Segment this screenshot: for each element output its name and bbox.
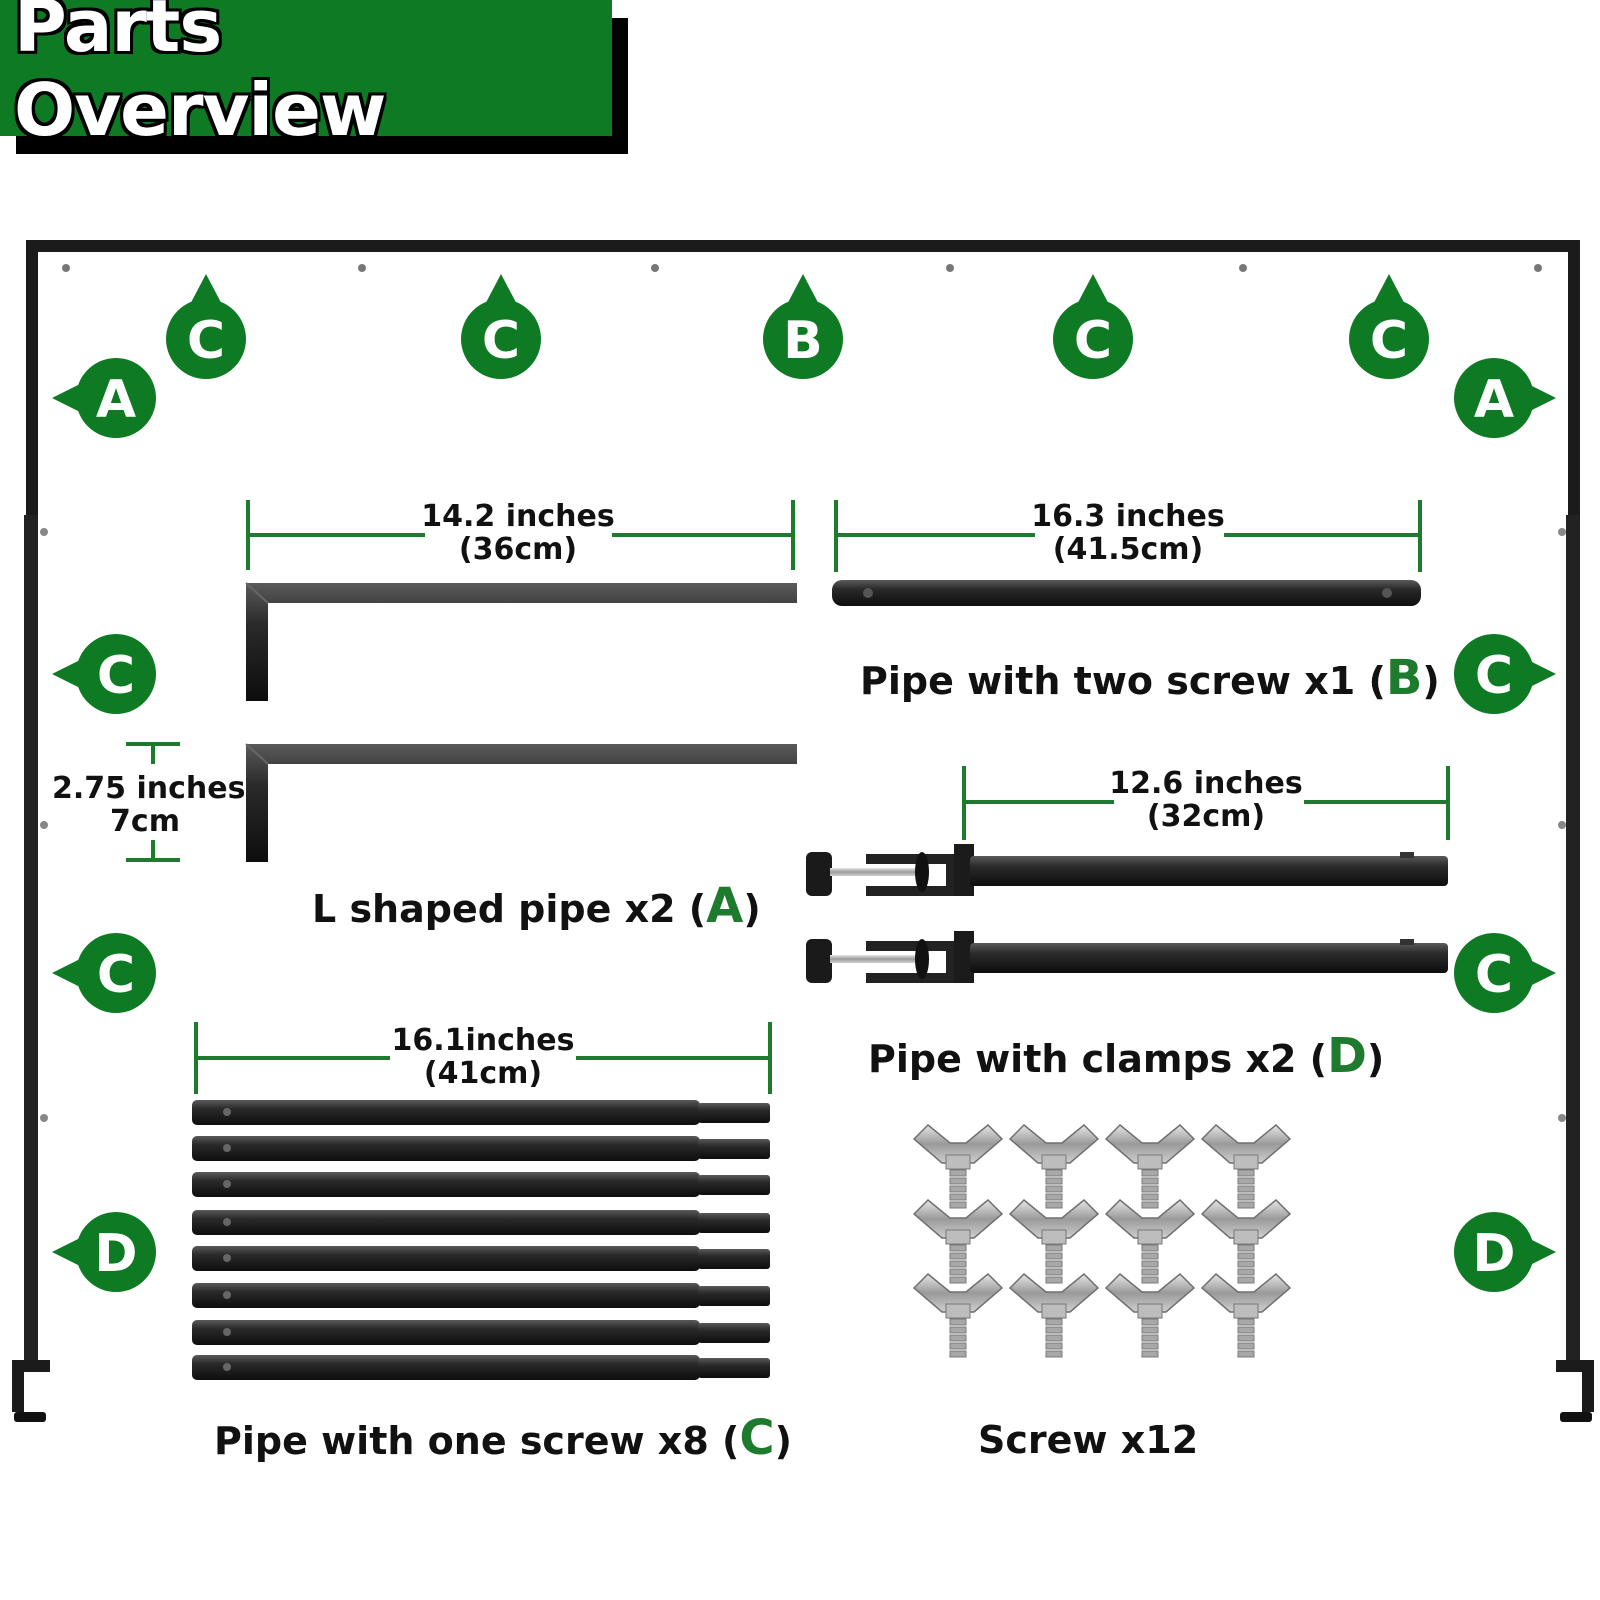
pipe-one-screw — [192, 1172, 770, 1197]
part-letter: C — [739, 1410, 775, 1466]
dim-length: 14.2 inches — [421, 499, 615, 534]
pipe-one-screw — [192, 1136, 770, 1161]
pipe-one-screw — [192, 1210, 770, 1235]
marker-text: C — [482, 311, 520, 371]
part-label-two-screw: Pipe with two screw x1 (B) — [860, 650, 1440, 706]
part-letter: D — [1327, 1028, 1367, 1084]
dim-line-clamps — [962, 766, 1450, 840]
dim-line-two-screw — [834, 500, 1422, 572]
wing-screw-icon — [1104, 1198, 1196, 1284]
part-name: Pipe with one screw x8 — [214, 1419, 709, 1463]
marker-text: A — [96, 370, 136, 430]
paren-close: ) — [1366, 1037, 1385, 1081]
marker-top-c1 — [166, 274, 246, 379]
dim-line-one-screw — [194, 1022, 772, 1094]
paren-open: ( — [1355, 659, 1386, 703]
paren-open: ( — [675, 887, 707, 931]
marker-top-c3 — [1053, 274, 1133, 379]
wing-screw-icon — [912, 1272, 1004, 1358]
pipes-one-screw-stack — [192, 1100, 770, 1380]
marker-left-d — [52, 1212, 156, 1292]
wing-screw-icon — [912, 1198, 1004, 1284]
marker-right-d — [1454, 1212, 1556, 1292]
marker-left-c2 — [52, 933, 156, 1013]
paren-close: ) — [743, 887, 761, 931]
dim-height: 2.75 inches — [52, 771, 246, 806]
pipe-with-clamp — [806, 931, 1448, 983]
marker-right-a — [1454, 358, 1556, 438]
title-banner: Parts Overview — [0, 0, 612, 152]
dim-line-l-height — [126, 742, 180, 862]
dim-line-l-pipe — [246, 500, 795, 570]
part-label-clamps: Pipe with clamps x2 (D) — [868, 1028, 1384, 1084]
pipe-one-screw — [192, 1320, 770, 1345]
marker-text: C — [1475, 945, 1513, 1005]
marker-text: C — [1370, 311, 1408, 371]
marker-text: C — [187, 311, 225, 371]
dim-length-metric: (41.5cm) — [1052, 532, 1204, 567]
wing-screw-icon — [1104, 1272, 1196, 1358]
paren-close: ) — [774, 1419, 792, 1463]
part-name: Pipe with clamps x2 — [868, 1037, 1297, 1081]
dim-label-one-screw: 16.1inches (41cm) — [386, 1024, 580, 1090]
part-name: Pipe with two screw x1 — [860, 659, 1356, 703]
wing-screw-icon — [1008, 1198, 1100, 1284]
dim-label-l-height: 2.75 inches 7cm — [52, 771, 246, 839]
dim-length-metric: (36cm) — [458, 532, 578, 567]
pipe-one-screw — [192, 1355, 770, 1380]
page-title: Parts Overview — [14, 0, 386, 152]
pipe-one-screw — [192, 1283, 770, 1308]
part-label-one-screw: Pipe with one screw x8 (C) — [214, 1410, 792, 1466]
wing-screw-icon — [1008, 1123, 1100, 1209]
marker-right-c1 — [1454, 634, 1556, 714]
paren-open: ( — [708, 1419, 740, 1463]
marker-text: D — [94, 1224, 137, 1284]
marker-text: C — [1475, 646, 1513, 706]
pipe-two-screw — [832, 580, 1421, 606]
l-shaped-pipe — [245, 743, 797, 862]
marker-top-b — [763, 274, 843, 379]
marker-text: C — [97, 945, 135, 1005]
wing-screw-icon — [1200, 1272, 1292, 1358]
marker-right-c2 — [1454, 933, 1556, 1013]
wing-screw-icon — [1200, 1123, 1292, 1209]
dim-label-clamps: 12.6 inches (32cm) — [1108, 767, 1304, 833]
marker-top-c4 — [1349, 274, 1429, 379]
marker-left-c1 — [52, 634, 156, 714]
part-letter: B — [1385, 650, 1423, 706]
l-shaped-pipe — [245, 582, 797, 701]
marker-top-c2 — [461, 274, 541, 379]
dim-label-two-screw: 16.3 inches (41.5cm) — [1030, 500, 1226, 566]
part-name: Screw x12 — [978, 1418, 1199, 1462]
wing-screws-grid — [912, 1123, 1292, 1358]
dim-length: 16.3 inches — [1031, 499, 1225, 534]
wing-screw-icon — [912, 1123, 1004, 1209]
marker-left-a — [52, 358, 156, 438]
part-letter: A — [706, 878, 744, 934]
dim-length-metric: (32cm) — [1146, 799, 1266, 834]
pipe-one-screw — [192, 1246, 770, 1271]
marker-text: C — [1074, 311, 1112, 371]
dim-label-l-pipe: 14.2 inches (36cm) — [420, 500, 616, 566]
marker-text: C — [97, 646, 135, 706]
dim-length-metric: (41cm) — [423, 1056, 543, 1091]
part-label-screws: Screw x12 — [978, 1418, 1198, 1462]
paren-close: ) — [1422, 659, 1440, 703]
pipe-with-clamp — [806, 844, 1448, 896]
wing-screw-icon — [1008, 1272, 1100, 1358]
dim-length: 16.1inches — [391, 1023, 575, 1058]
part-label-l-pipe: L shaped pipe x2 (A) — [312, 878, 761, 934]
assembled-frame — [12, 240, 1594, 1422]
wing-screw-icon — [1200, 1198, 1292, 1284]
marker-text: A — [1474, 370, 1514, 430]
part-name: L shaped pipe x2 — [312, 887, 676, 931]
dim-length: 12.6 inches — [1109, 766, 1303, 801]
pipe-one-screw — [192, 1100, 770, 1125]
marker-text: B — [783, 311, 823, 371]
wing-screw-icon — [1104, 1123, 1196, 1209]
dim-height-metric: 7cm — [110, 804, 180, 839]
paren-open: ( — [1296, 1037, 1328, 1081]
marker-text: D — [1472, 1224, 1515, 1284]
